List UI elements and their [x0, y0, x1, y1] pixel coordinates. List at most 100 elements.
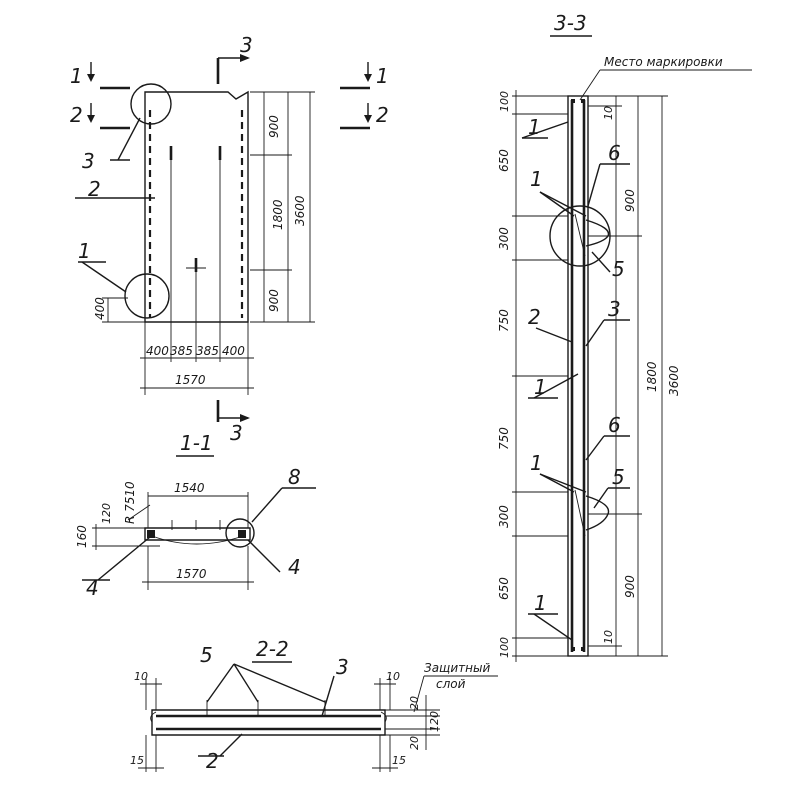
s22-hook	[380, 711, 387, 723]
arrowhead	[87, 74, 95, 82]
s33-dim-900-top: 900	[623, 189, 637, 212]
s22-callout-2: 2	[206, 749, 219, 773]
s33-leader-1	[521, 121, 569, 139]
s22-slab	[151, 709, 386, 736]
section-2-2: 2-2 5 3 2 10 15 10	[130, 637, 498, 773]
s33-leader-1c	[539, 191, 575, 217]
s33-inner-bar	[574, 213, 586, 257]
s33-dim-100-bottom: 100	[498, 637, 511, 658]
s33-callout-1-c: 1	[534, 375, 547, 399]
s33-leader-1d	[539, 191, 587, 217]
s11-leader-4-right	[247, 539, 281, 573]
note-marking: Место маркировки	[604, 55, 723, 69]
callout-1-plan: 1	[78, 239, 91, 263]
plan-dim-900-top: 900	[267, 115, 281, 138]
s33-dim-100-top: 100	[498, 91, 511, 112]
note-leader	[579, 69, 601, 101]
plan-detail-circle-bottom	[124, 273, 170, 319]
note-leader	[413, 675, 425, 713]
s22-leader-2	[219, 733, 243, 757]
plan-dim-400-left: 400	[146, 344, 169, 358]
s33-leader-5a	[591, 251, 611, 273]
s33-dim-650-top: 650	[497, 149, 511, 172]
plan-dim-1570: 1570	[175, 373, 206, 387]
s11-leader-4-left	[97, 536, 151, 581]
s33-leader-6a	[587, 163, 601, 207]
plan-dim-385-b: 385	[196, 344, 219, 358]
s22-leader-5	[206, 663, 235, 703]
s33-leader-1e	[533, 373, 579, 399]
s33-loop-lower	[585, 495, 610, 531]
s22-leader-3	[321, 675, 335, 717]
s33-callout-1-d: 1	[530, 451, 543, 475]
s22-dim-15-right: 15	[392, 754, 406, 767]
s11-dim-r7510: R 7510	[123, 481, 137, 524]
s33-leader-3	[585, 319, 605, 347]
cut-label-1-right: 1	[376, 64, 389, 88]
s33-callout-5-b: 5	[612, 465, 625, 489]
s33-dim-650-bottom: 650	[497, 577, 511, 600]
s11-callout-4-right: 4	[288, 555, 301, 579]
cut-label-3-bottom: 3	[230, 421, 243, 445]
section-1-1: 1-1 1540 R 7510 120 160 1570 4 4	[75, 431, 316, 600]
section-title-3-3: 3-3	[554, 11, 587, 35]
s11-slab	[144, 527, 251, 541]
s22-callout-3: 3	[336, 655, 349, 679]
s33-dim-900-bottom: 900	[623, 575, 637, 598]
s33-callout-1-e: 1	[534, 591, 547, 615]
s33-dim-750-top: 750	[497, 309, 511, 332]
s33-dim-750-bottom: 750	[497, 427, 511, 450]
s33-inner-bar	[574, 489, 586, 537]
plan-dim-400-vertical: 400	[93, 297, 107, 320]
s33-dim-1800: 1800	[645, 361, 659, 392]
plan-leader-3	[117, 117, 141, 161]
s11-radius-leader	[127, 504, 151, 521]
s33-callout-2: 2	[528, 305, 541, 329]
plan-detail-circle-top	[130, 83, 172, 125]
s33-dim-10-bottom: 10	[602, 630, 615, 644]
s33-callout-1-b: 1	[530, 167, 543, 191]
s33-dot	[571, 99, 575, 103]
s33-leader-2	[535, 327, 573, 343]
s22-callout-5: 5	[200, 643, 213, 667]
s33-loop-upper	[585, 219, 610, 247]
cut-label-2-right: 2	[376, 103, 389, 127]
section-3-3: 3-3 Место маркировки 100 650 300 750	[497, 11, 752, 662]
cut-label-1-left: 1	[70, 64, 83, 88]
plan-dim-385-a: 385	[170, 344, 193, 358]
s11-detail-circle	[225, 518, 255, 548]
s33-dim-300-top: 300	[497, 227, 511, 250]
s22-dim-15-left: 15	[130, 754, 144, 767]
arrowhead	[240, 414, 250, 422]
callout-2-plan: 2	[88, 177, 101, 201]
s11-callout-4-left: 4	[86, 576, 99, 600]
plan-outline	[144, 90, 249, 323]
note-protective-line2: слой	[436, 677, 466, 691]
section-title-1-1: 1-1	[180, 431, 213, 455]
plan-dim-3600: 3600	[293, 195, 307, 226]
s11-callout-8: 8	[288, 465, 301, 489]
s22-dim-10-right: 10	[386, 670, 400, 683]
s11-arc	[151, 535, 244, 545]
s33-callout-1-a: 1	[528, 115, 541, 139]
plan-view: 1 2 1 2 3 3 3 2 1 900 1800 3600	[70, 33, 389, 445]
callout-3-plan: 3	[82, 149, 95, 173]
s33-dot	[571, 647, 575, 651]
arrowhead	[364, 115, 372, 123]
plan-dim-400-right: 400	[222, 344, 245, 358]
s11-leader-8	[251, 487, 283, 523]
s33-callout-3: 3	[608, 297, 621, 321]
s33-leader-1g	[539, 473, 575, 493]
cut-label-3-top: 3	[240, 33, 253, 57]
s33-dot	[581, 99, 585, 103]
s33-callout-5-a: 5	[612, 257, 625, 281]
s33-leader-6b	[585, 435, 605, 461]
arrowhead	[364, 74, 372, 82]
s22-dim-10-left: 10	[134, 670, 148, 683]
plan-leader-1	[81, 261, 127, 293]
s22-dim-20-top: 20	[408, 696, 421, 710]
s22-leader-5	[233, 663, 326, 703]
plan-dim-900-bottom: 900	[267, 289, 281, 312]
s11-rebar-right	[238, 530, 246, 538]
